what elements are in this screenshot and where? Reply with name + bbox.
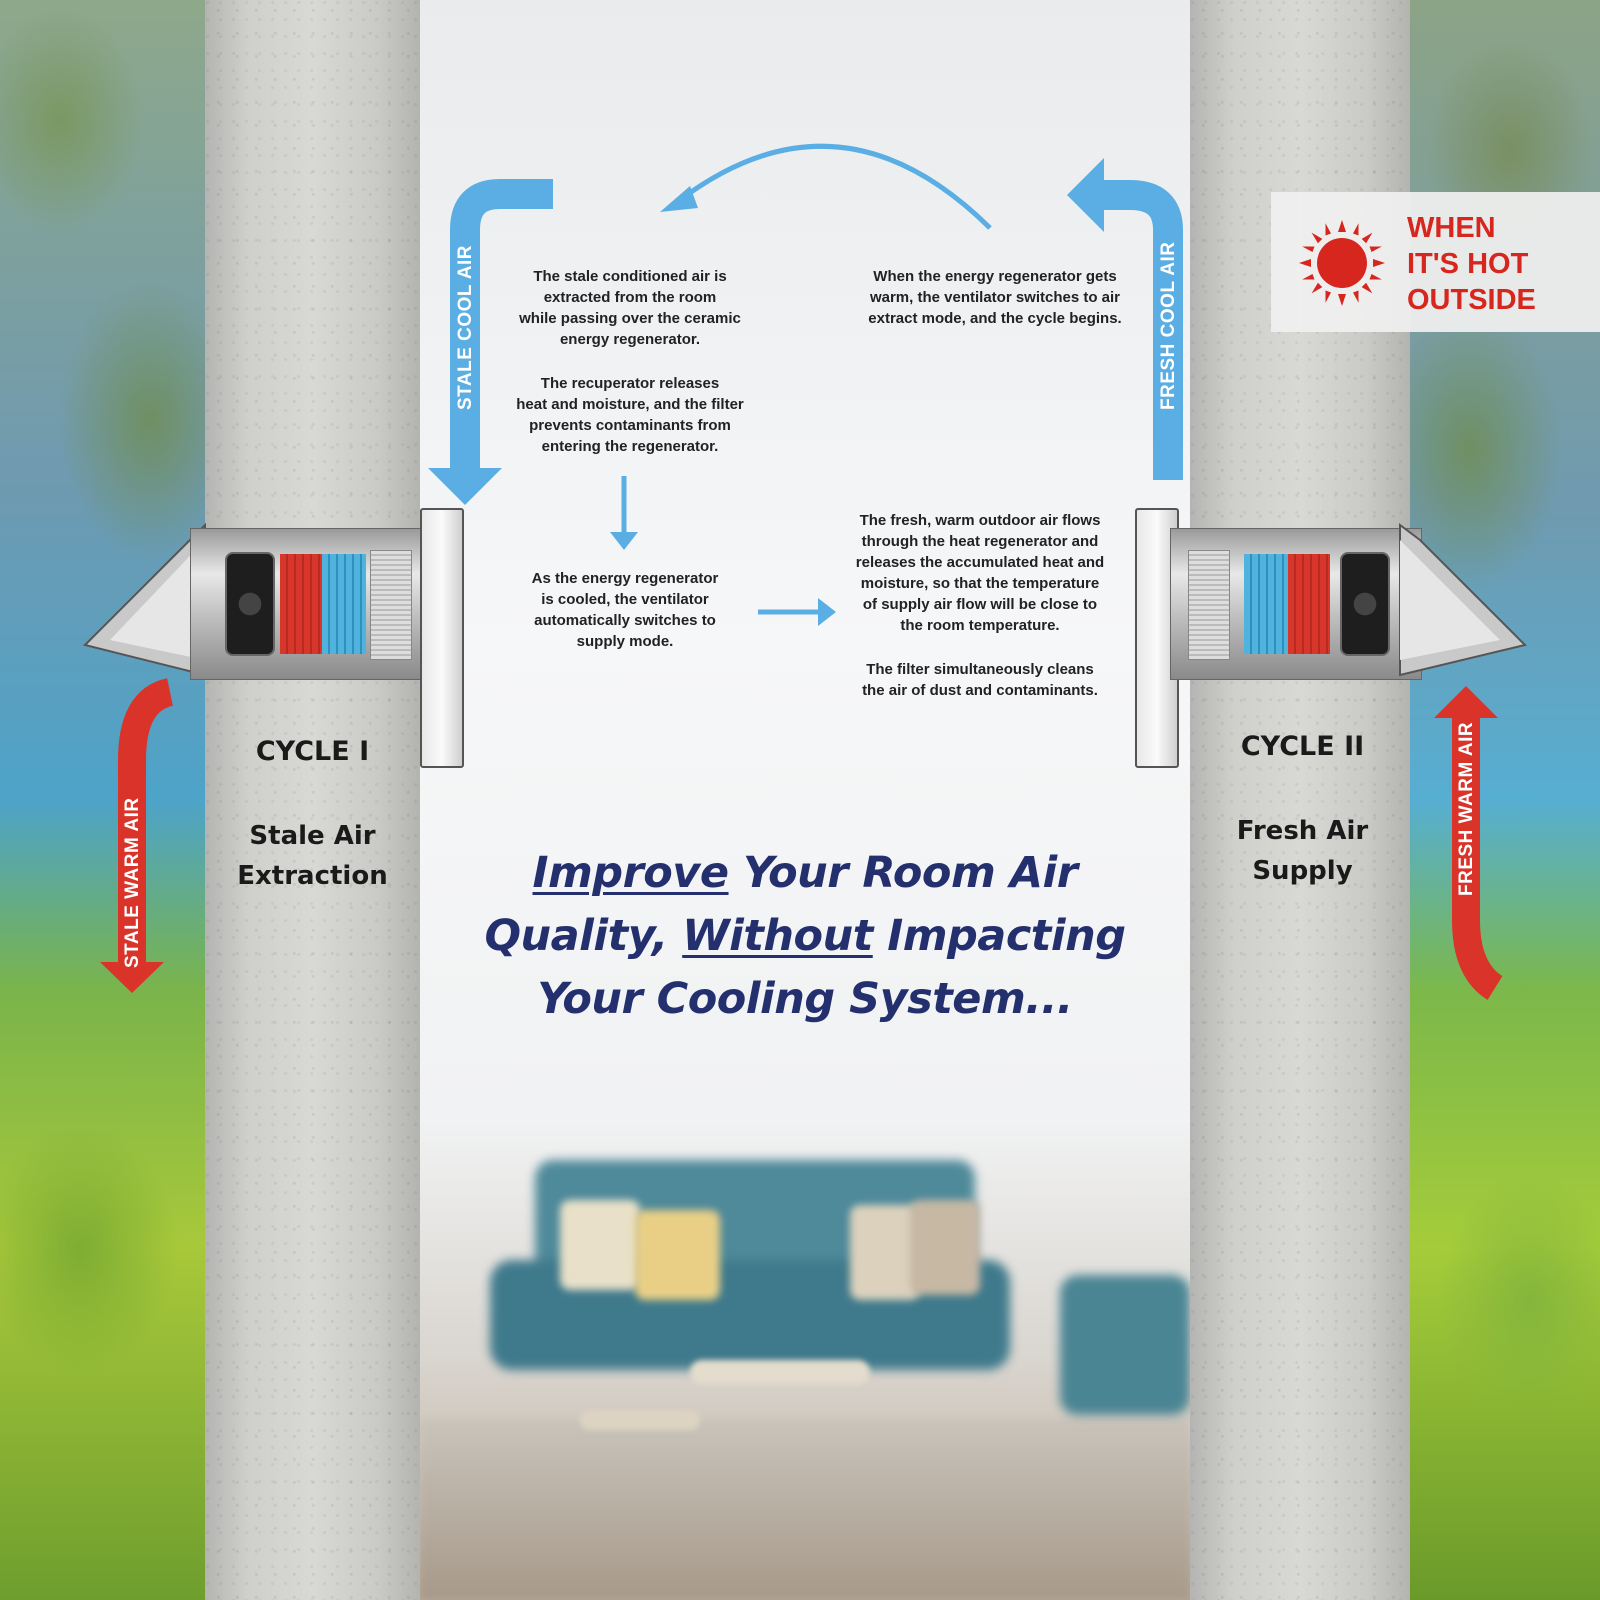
- arrow-fresh-warm-air-head: [1434, 686, 1498, 718]
- note-filter-clean: The filter simultaneously cleans the air…: [862, 661, 1098, 699]
- outdoor-hood-right: [1399, 523, 1527, 677]
- sun-icon: [1299, 220, 1385, 306]
- armchair: [1060, 1275, 1190, 1415]
- label-fresh-cool-air: FRESH COOL AIR: [1158, 241, 1179, 410]
- note-recuperator: The recuperator releases heat and moistu…: [516, 375, 744, 455]
- note-cooled-switch: As the energy regenerator is cooled, the…: [531, 570, 719, 650]
- label-stale-cool-air: STALE COOL AIR: [455, 245, 476, 410]
- hot-weather-badge: WHEN IT'S HOT OUTSIDE: [1271, 192, 1600, 332]
- rug: [420, 1420, 1190, 1600]
- headline: Improve Your Room Air Quality, Without I…: [470, 842, 1140, 1031]
- cycle-two-subtitle: Fresh Air Supply: [1236, 816, 1369, 886]
- note-fresh-flow: The fresh, warm outdoor air flows throug…: [855, 512, 1105, 634]
- fan-right: [1340, 552, 1390, 656]
- note-extract-intro: The stale conditioned air is extracted f…: [519, 268, 741, 348]
- arrow-fresh-cool-air: [1100, 180, 1183, 480]
- inner-panel-left: [420, 508, 464, 768]
- pillow: [635, 1210, 720, 1300]
- living-room: [420, 0, 1190, 1600]
- arrow-down-small-head: [610, 532, 638, 550]
- filter-right: [1188, 550, 1230, 660]
- headline-text-1: Your Room Air Quality,: [484, 848, 1078, 961]
- coffee-table: [690, 1360, 870, 1384]
- arrow-fresh-warm-air: [1452, 716, 1504, 1000]
- label-stale-warm-air: STALE WARM AIR: [122, 797, 143, 968]
- regenerator-hot-left: [280, 554, 322, 654]
- hot-weather-badge-text: WHEN IT'S HOT OUTSIDE: [1407, 212, 1536, 316]
- regenerator-cool-right: [1244, 554, 1288, 654]
- filter-left: [370, 550, 412, 660]
- cycle-two-title: CYCLE II: [1240, 731, 1365, 762]
- arrow-stale-cool-air: [450, 179, 553, 470]
- arrow-stale-warm-air-head: [100, 962, 164, 993]
- arrow-fresh-cool-air-head: [1067, 158, 1104, 232]
- pillow: [910, 1200, 980, 1295]
- side-table: [580, 1410, 700, 1430]
- arrow-cycle-curve: [678, 143, 992, 230]
- label-fresh-warm-air: FRESH WARM AIR: [1456, 721, 1477, 896]
- pillow: [560, 1200, 640, 1290]
- regenerator-hot-right: [1288, 554, 1330, 654]
- wall-left: [205, 0, 420, 1600]
- cycle-one-title: CYCLE I: [255, 736, 370, 767]
- arrow-right-small-head: [818, 598, 836, 626]
- headline-text-2: Impacting Your Cooling System...: [537, 911, 1126, 1024]
- outdoor-scene-left: [0, 0, 205, 1600]
- regenerator-cool-left: [322, 554, 366, 654]
- headline-emphasis-without: Without: [682, 911, 873, 961]
- headline-emphasis-improve: Improve: [532, 848, 730, 898]
- cycle-one-subtitle: Stale Air Extraction: [237, 821, 388, 891]
- fan-left: [225, 552, 275, 656]
- arrow-cycle-curve-head: [660, 186, 698, 212]
- note-warm-switch: When the energy regenerator gets warm, t…: [868, 268, 1122, 327]
- arrow-stale-cool-air-head: [428, 468, 502, 505]
- arrow-stale-warm-air: [118, 678, 174, 965]
- pillow: [850, 1205, 920, 1300]
